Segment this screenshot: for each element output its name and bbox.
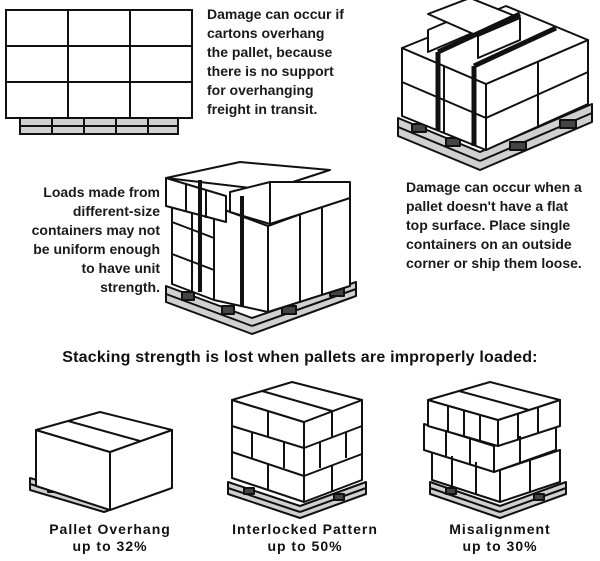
mixed-containers-illustration	[166, 162, 356, 334]
caption-detail: up to 30%	[462, 538, 538, 554]
caption-interlocked: Interlocked Pattern up to 50%	[205, 521, 405, 555]
caption-detail: up to 50%	[267, 538, 343, 554]
interlocked-illustration	[228, 382, 366, 518]
flat-top-note-line: top surface. Place single	[406, 217, 571, 233]
overhang-front-illustration	[6, 10, 192, 134]
flat-top-note-line: Damage can occur when a	[406, 179, 582, 195]
caption-detail: up to 32%	[72, 538, 148, 554]
overhang-note: Damage can occur if cartons overhang the…	[207, 5, 397, 119]
mixed-note-line: strength.	[100, 279, 160, 295]
caption-title: Pallet Overhang	[49, 521, 171, 537]
flat-top-note-line: corner or ship them loose.	[406, 255, 582, 271]
caption-misalignment: Misalignment up to 30%	[405, 521, 595, 555]
misalignment-illustration	[424, 382, 566, 518]
flat-top-note-line: containers on an outside	[406, 236, 572, 252]
mixed-note-line: be uniform enough	[33, 241, 160, 257]
mixed-note-line: containers may not	[31, 222, 160, 238]
carton-grid	[6, 10, 192, 118]
overhang-note-line: there is no support	[207, 63, 334, 79]
section-heading: Stacking strength is lost when pallets a…	[62, 349, 538, 366]
overhang-illustration	[30, 412, 172, 512]
mixed-containers-note: Loads made from different-size container…	[10, 183, 160, 297]
mixed-note-line: different-size	[72, 203, 160, 219]
caption-title: Misalignment	[449, 521, 551, 537]
overhang-note-line: cartons overhang	[207, 25, 325, 41]
caption-title: Interlocked Pattern	[232, 521, 378, 537]
flat-top-note: Damage can occur when a pallet doesn't h…	[406, 178, 598, 273]
overhang-note-line: for overhanging	[207, 82, 314, 98]
overhang-note-line: the pallet, because	[207, 44, 333, 60]
overhang-note-line: freight in transit.	[207, 101, 318, 117]
mixed-note-line: to have unit	[81, 260, 160, 276]
non-flat-top-illustration	[398, 0, 592, 170]
mixed-note-line: Loads made from	[43, 184, 160, 200]
flat-top-note-line: pallet doesn't have a flat	[406, 198, 569, 214]
overhang-note-line: Damage can occur if	[207, 6, 344, 22]
caption-overhang: Pallet Overhang up to 32%	[15, 521, 205, 555]
